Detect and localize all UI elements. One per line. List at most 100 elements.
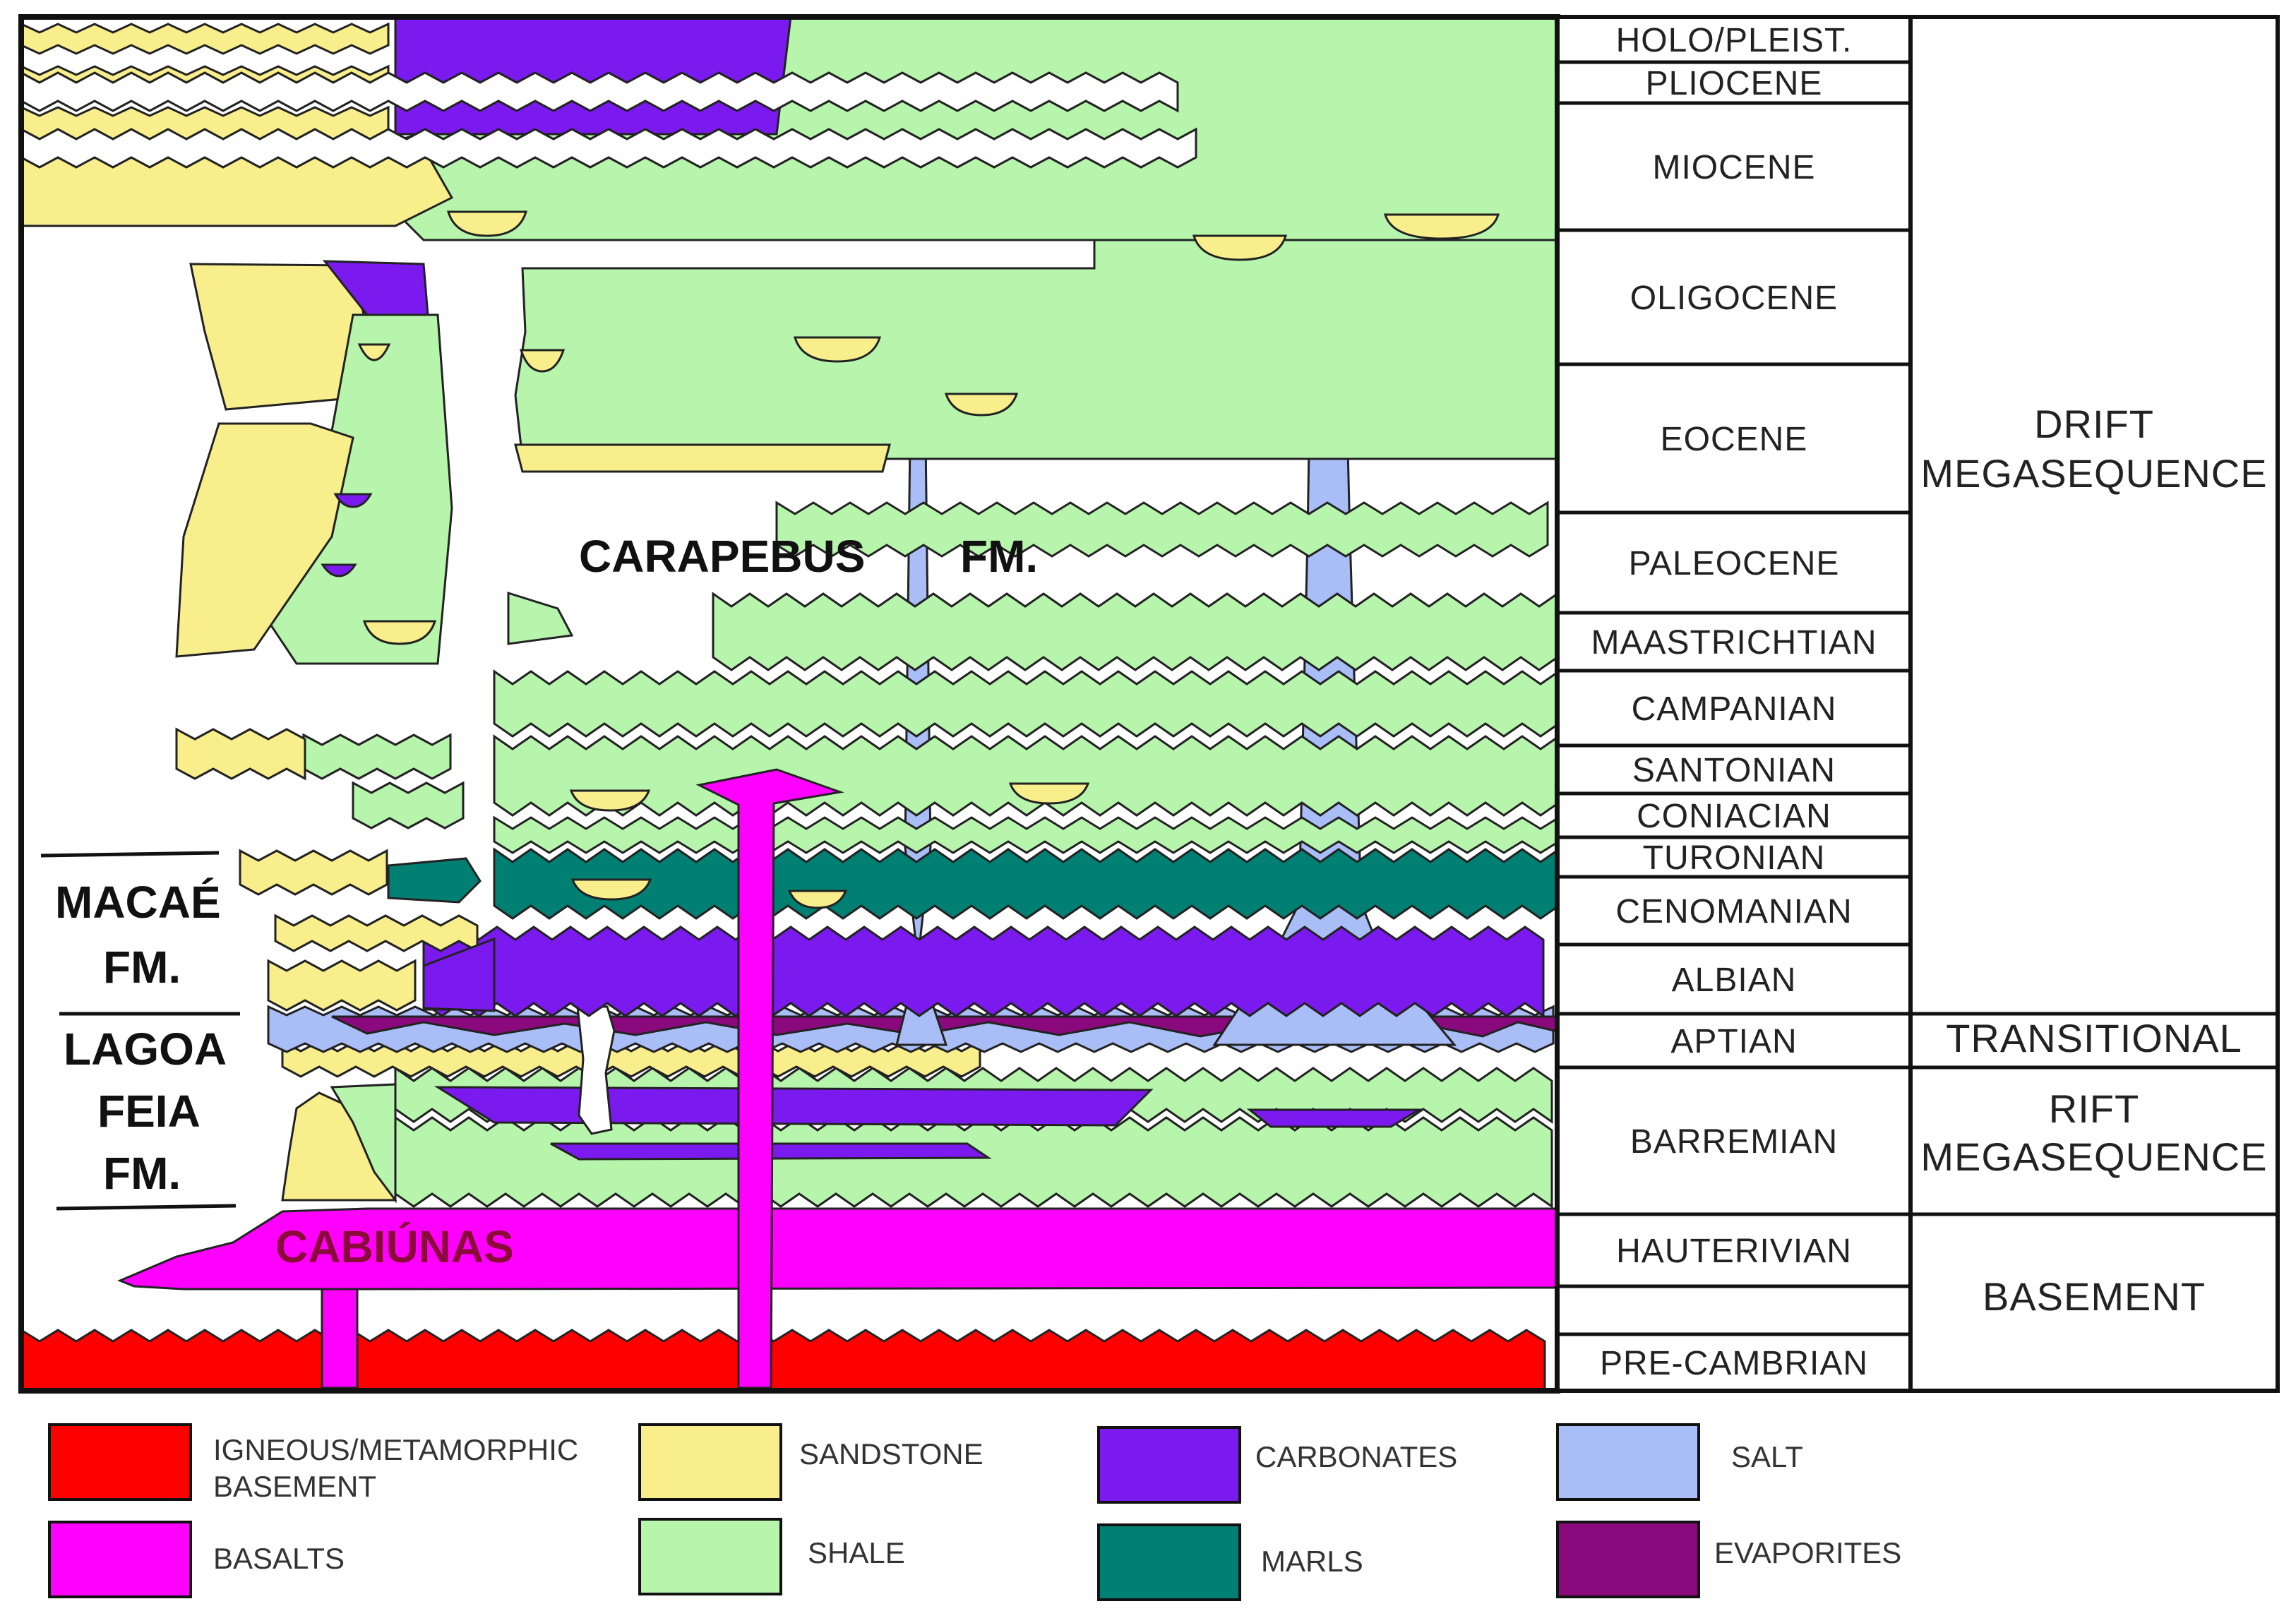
stage-label: BARREMIAN: [1630, 1123, 1838, 1161]
age-column-frame: [1555, 15, 1913, 1393]
legend-swatch-evaporites: [1556, 1521, 1700, 1598]
sandstone-lens-10: [570, 878, 652, 901]
lagoa-feia-shale-wedge: [330, 1083, 397, 1204]
legend-swatch-shale: [638, 1518, 782, 1595]
paleocene-shale-band: [775, 501, 1549, 558]
sandstone-lens-1: [446, 210, 528, 237]
legend-swatch-carbonates: [1097, 1426, 1241, 1504]
late-basalt-intrusion: [695, 768, 844, 1389]
albian-carbonate-band: [422, 925, 1545, 1018]
legend: IGNEOUS/METAMORPHIC BASEMENT SANDSTONE C…: [48, 1423, 1901, 1601]
legend-label-salt: SALT: [1731, 1440, 1803, 1473]
stage-label: MAASTRICHTIAN: [1591, 624, 1877, 661]
megasequence-column: DRIFT MEGASEQUENCE TRANSITIONAL RIFT MEG…: [1908, 15, 2280, 1393]
rift-shale-band-lower: [394, 1115, 1553, 1209]
legend-label-sandstone: SANDSTONE: [799, 1437, 983, 1471]
eocene-oligocene-shale-mass: [514, 239, 1557, 460]
stage-label: MIOCENE: [1652, 149, 1815, 186]
stage-label: CAMPANIAN: [1632, 690, 1837, 728]
left-carbonate-lens-2: [321, 563, 357, 577]
macae-label: MACAÉ: [55, 877, 221, 928]
small-shale-strip-2: [352, 781, 465, 830]
macae-sandstone-strip-1: [239, 849, 388, 896]
salt-dike-white: [576, 1005, 616, 1135]
neogene-white-gap-2: [21, 127, 1197, 169]
rift-megasequence-label-1: RIFT: [2049, 1086, 2139, 1131]
basement-megasequence-label: BASEMENT: [1983, 1274, 2206, 1319]
maastrichtian-shale-band: [493, 669, 1557, 738]
megasequence-column-frame: [1908, 15, 2280, 1393]
small-shale-strip-1: [302, 733, 452, 780]
legend-item-basalts: BASALTS: [48, 1521, 345, 1598]
small-sandstone-strip-3: [175, 727, 306, 781]
legend-label-shale: SHALE: [808, 1536, 905, 1569]
legend-label-marls: MARLS: [1261, 1545, 1363, 1578]
lagoa-feia-label-3: FM.: [103, 1148, 181, 1199]
carapebus-label: CARAPEBUS: [579, 531, 865, 582]
sandstone-lens-7: [362, 620, 437, 645]
legend-item-salt: SALT: [1556, 1423, 1803, 1501]
santonian-shale-band: [493, 734, 1557, 817]
legend-swatch-marls: [1097, 1523, 1241, 1601]
sandstone-lens-11: [787, 890, 848, 909]
sandstone-lens-8: [569, 789, 651, 812]
macae-marl-lens: [387, 857, 482, 904]
lagoa-feia-base-line: [56, 1204, 237, 1211]
stage-label: HOLO/PLEIST.: [1616, 22, 1853, 59]
sandstone-lens-4: [944, 393, 1019, 417]
macae-sandstone-strip-2: [274, 914, 479, 953]
rift-megasequence-label-2: MEGASEQUENCE: [1920, 1134, 2267, 1179]
left-lower-sandstone-block: [175, 422, 354, 658]
stage-label: CENOMANIAN: [1615, 893, 1852, 930]
sandstone-lens-3: [793, 336, 882, 363]
lithology-layers: [21, 17, 1557, 1391]
stage-label: PALEOCENE: [1629, 545, 1840, 582]
neogene-white-gap-1: [21, 71, 1179, 113]
sandstone-lens-9: [1008, 782, 1090, 805]
macae-fm-label: FM.: [103, 942, 181, 993]
stage-label: HAUTERIVIAN: [1616, 1233, 1852, 1270]
legend-item-shale: SHALE: [638, 1518, 905, 1595]
legend-label-igneous-2: BASEMENT: [213, 1470, 376, 1503]
stage-label: APTIAN: [1670, 1023, 1797, 1060]
left-carbonate-lens-1: [333, 493, 373, 508]
legend-swatch-basalts: [48, 1521, 192, 1598]
stage-label: OLIGOCENE: [1630, 280, 1838, 317]
lagoa-feia-label-1: LAGOA: [64, 1024, 227, 1074]
stage-label: PLIOCENE: [1646, 65, 1823, 102]
sandstone-lens-12: [357, 343, 391, 361]
stage-label: SANTONIAN: [1632, 752, 1836, 789]
cabiunas-basalt-body: [117, 1207, 1557, 1290]
transitional-label: TRANSITIONAL: [1946, 1016, 2242, 1060]
legend-swatch-igneous: [48, 1423, 192, 1501]
stage-label: PRE-CAMBRIAN: [1600, 1345, 1868, 1382]
carapebus-fm-label: FM.: [960, 531, 1038, 582]
legend-label-carbonates: CARBONATES: [1255, 1440, 1457, 1473]
carapebus-shale-nub: [507, 591, 574, 645]
legend-item-carbonates: CARBONATES: [1097, 1426, 1457, 1504]
macae-top-line: [40, 851, 220, 858]
legend-label-igneous-1: IGNEOUS/METAMORPHIC: [213, 1433, 578, 1466]
sandstone-lens-2: [519, 349, 566, 373]
campanian-shale-band: [712, 592, 1557, 671]
left-upper-sandstone-block: [189, 263, 383, 411]
stage-label: CONIACIAN: [1637, 798, 1831, 835]
legend-label-evaporites: EVAPORITES: [1714, 1536, 1901, 1569]
rift-carbonate-lens-1: [434, 1086, 1154, 1127]
legend-item-igneous: IGNEOUS/METAMORPHIC BASEMENT: [48, 1423, 578, 1503]
sandstone-lens-5: [1192, 234, 1288, 261]
legend-item-evaporites: EVAPORITES: [1556, 1521, 1901, 1598]
basalt-feeder-dike: [321, 1288, 359, 1389]
legend-swatch-salt: [1556, 1423, 1700, 1501]
legend-swatch-sandstone: [638, 1423, 782, 1501]
stage-label: EOCENE: [1661, 421, 1808, 458]
age-column: HOLO/PLEIST. PLIOCENE MIOCENE OLIGOCENE EOCE…: [1555, 15, 1913, 1393]
drift-megasequence-label-2: MEGASEQUENCE: [1920, 451, 2267, 496]
legend-label-basalts: BASALTS: [213, 1542, 345, 1575]
igneous-basement-band: [21, 1329, 1546, 1391]
legend-item-sandstone: SANDSTONE: [638, 1423, 983, 1501]
drift-megasequence-label-1: DRIFT: [2034, 402, 2154, 446]
macae-sandstone-strip-3: [267, 959, 417, 1012]
eocene-sandstone-strip: [514, 443, 891, 473]
